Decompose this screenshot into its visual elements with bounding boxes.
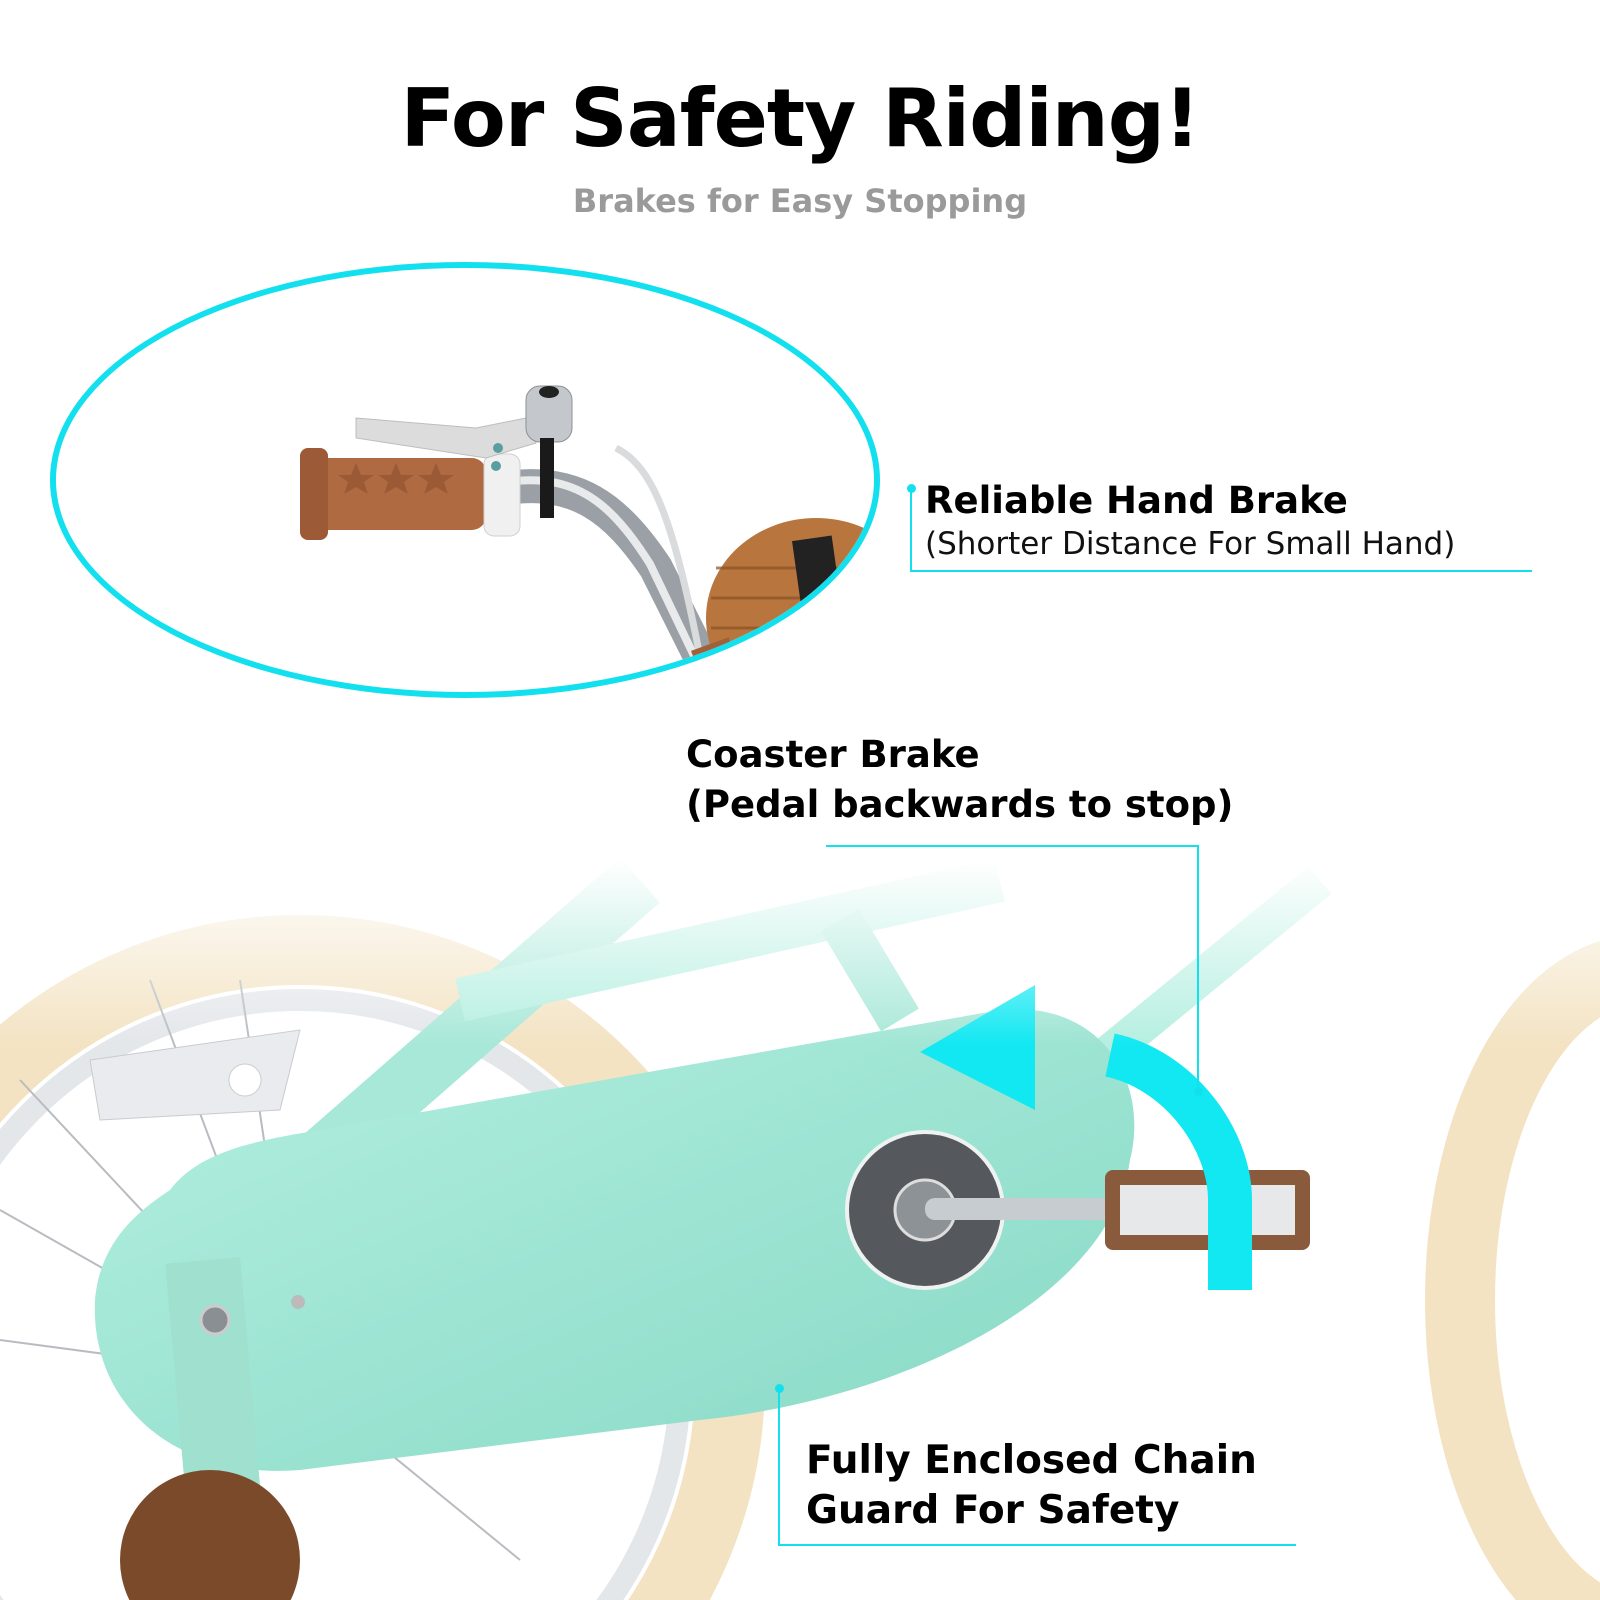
coaster-brake-pointer-horizontal	[826, 845, 1198, 847]
chain-guard-pointer-vertical	[778, 1388, 780, 1546]
chain-guard-callout: Fully Enclosed Chain Guard For Safety	[806, 1436, 1257, 1536]
page-subtitle: Brakes for Easy Stopping	[572, 182, 1028, 220]
coaster-brake-title: Coaster Brake	[686, 733, 980, 776]
handlebar-illustration	[300, 385, 874, 692]
chain-guard-line1: Fully Enclosed Chain	[806, 1438, 1257, 1483]
chain-guard-line2: Guard For Safety	[806, 1488, 1180, 1533]
hand-brake-callout: Reliable Hand Brake (Shorter Distance Fo…	[925, 478, 1455, 564]
coaster-brake-pointer-dot	[1194, 1087, 1203, 1096]
hand-brake-pointer-underline	[910, 570, 1532, 572]
coaster-brake-description: (Pedal backwards to stop)	[686, 783, 1234, 826]
hand-brake-pointer-vertical	[910, 488, 912, 572]
coaster-brake-callout: Coaster Brake (Pedal backwards to stop)	[686, 730, 1233, 830]
hand-brake-description: (Shorter Distance For Small Hand)	[925, 526, 1456, 562]
hand-brake-title: Reliable Hand Brake	[925, 479, 1348, 522]
chain-guard-pointer-underline	[778, 1544, 1296, 1546]
bike-chainguard-illustration	[0, 860, 1600, 1600]
page-title: For Safety Riding!	[400, 72, 1201, 165]
coaster-brake-pointer-vertical	[1197, 845, 1199, 1090]
hand-brake-closeup	[50, 262, 880, 698]
